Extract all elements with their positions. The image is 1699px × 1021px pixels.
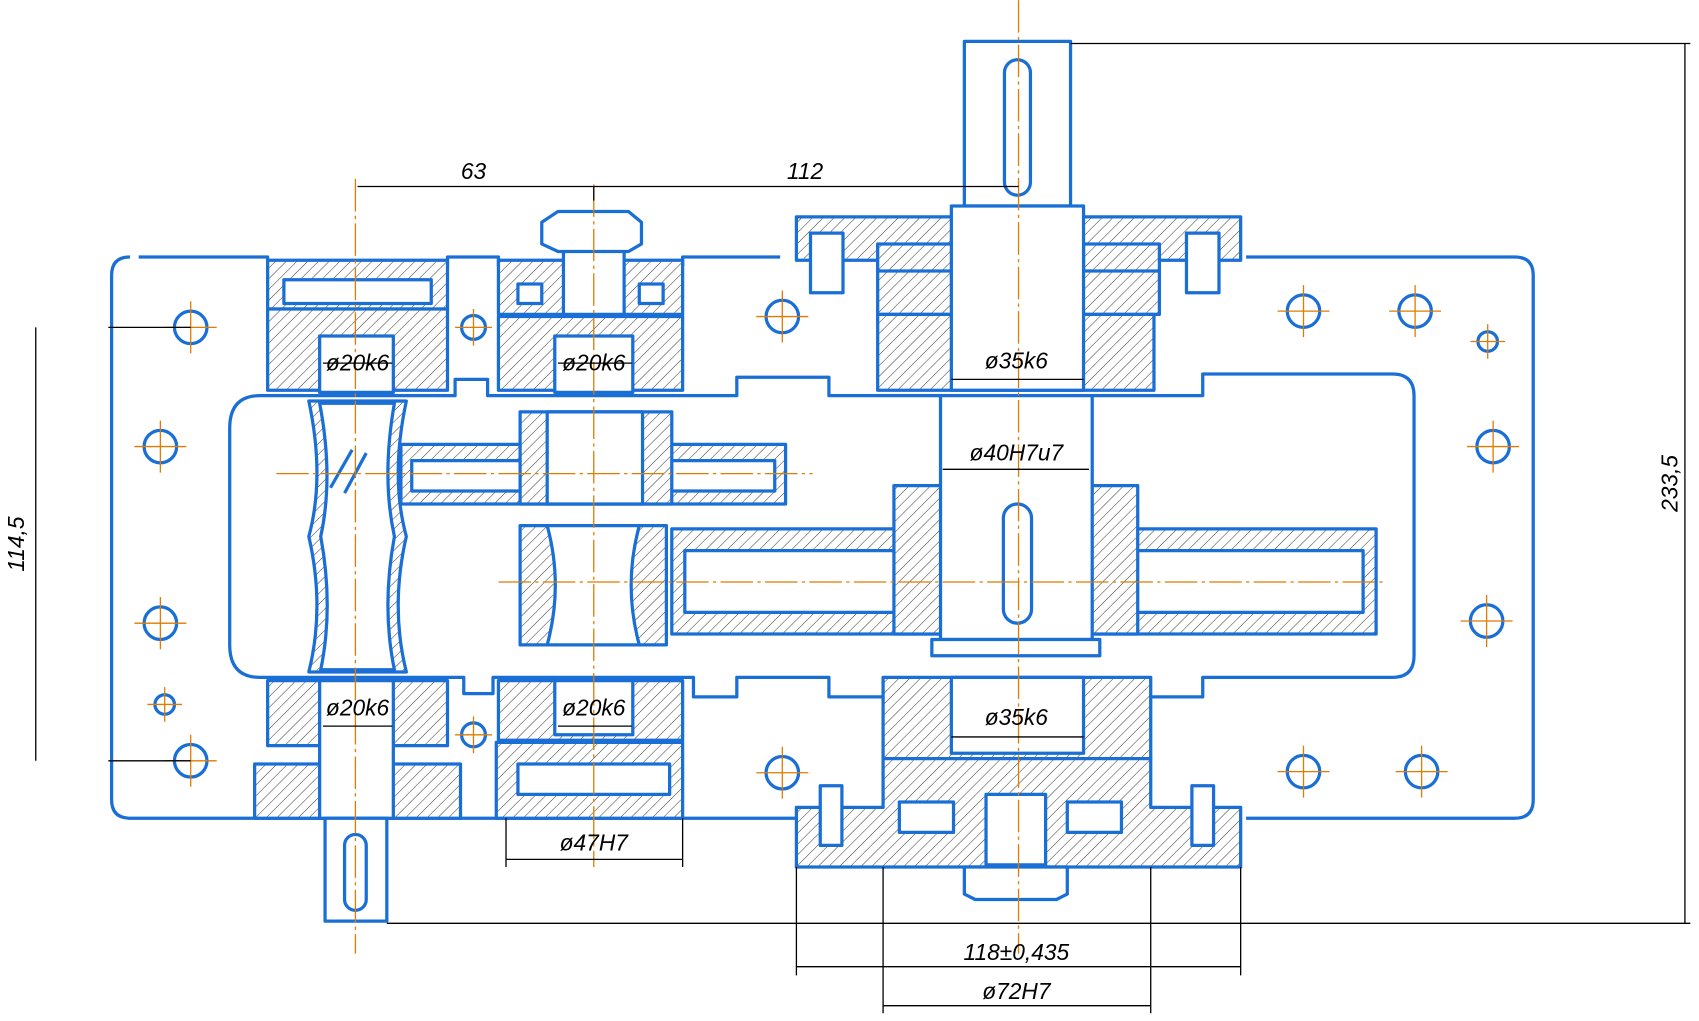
output-shaft-assembly <box>670 39 1378 902</box>
bolt-hole <box>1395 745 1448 798</box>
bolt-hole <box>134 420 187 473</box>
bolt-hole <box>134 597 187 650</box>
dim-d47: ø47H7 <box>560 830 630 856</box>
dim-d72: ø72H7 <box>982 978 1052 1004</box>
bolt-head <box>540 209 644 254</box>
dimensions: 63 112 114,5 233,5 ø20k6 ø20k6 ø20k6 ø20… <box>3 42 1691 1014</box>
bolt-hole <box>1389 285 1442 338</box>
dim-d35-top: ø35k6 <box>985 348 1049 374</box>
output-shaft-end <box>962 39 1073 208</box>
bolt-hole <box>147 687 183 722</box>
bolt-hole <box>1277 285 1330 338</box>
bolt-hole <box>1470 324 1506 359</box>
centerlines <box>276 0 1387 954</box>
bolt-hole <box>1277 745 1330 798</box>
nut <box>962 865 1069 902</box>
bolt-hole <box>1460 595 1513 648</box>
bolt-hole <box>756 290 809 343</box>
dim-112: 112 <box>787 158 824 184</box>
dim-63: 63 <box>461 158 487 184</box>
housing-cavity <box>228 372 1416 699</box>
dim-d20-top-middle: ø20k6 <box>562 350 626 376</box>
dim-233-5: 233,5 <box>1656 455 1682 513</box>
bolt-hole <box>455 308 492 346</box>
dim-118: 118±0,435 <box>964 939 1070 965</box>
input-shaft-assembly <box>253 258 463 923</box>
dim-d40: ø40H7u7 <box>970 440 1065 466</box>
dim-d20-top-left: ø20k6 <box>326 350 390 376</box>
bolt-hole <box>756 746 809 799</box>
dim-d20-bottom-left: ø20k6 <box>326 694 390 720</box>
keyway <box>1002 58 1033 197</box>
bolt-hole <box>1467 420 1520 473</box>
intermediate-shaft-assembly <box>399 209 788 820</box>
dim-d20-bottom-middle: ø20k6 <box>562 694 626 720</box>
dim-d35-bottom: ø35k6 <box>985 704 1049 730</box>
output-shaft <box>938 394 1094 642</box>
bolt-hole <box>455 716 492 754</box>
dim-114-5: 114,5 <box>3 516 29 572</box>
